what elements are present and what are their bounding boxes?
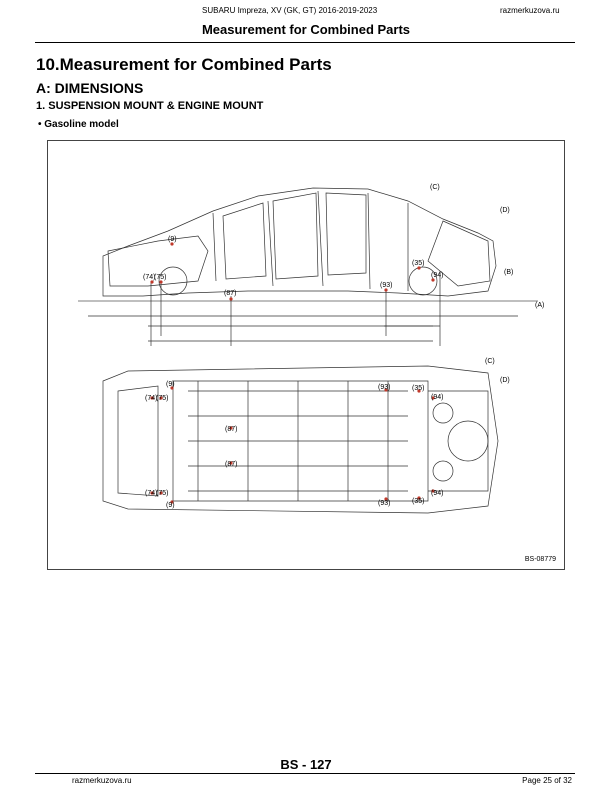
label-74-top: (74) [145,395,157,402]
label-93-top: (93) [378,384,390,391]
footer-site[interactable]: razmerkuzova.ru [72,776,132,785]
footer-rule [35,773,575,774]
bullet-gasoline: • Gasoline model [38,119,119,130]
page-number: BS - 127 [280,757,332,772]
label-94-side: (94) [431,272,443,279]
side-view-labels: (C) (D) (B) (A) (9) (74) (75) (87) (93) … [143,184,544,309]
side-view [78,187,538,346]
footer-page-count: Page 25 of 32 [522,776,572,785]
label-c-side: (C) [430,184,440,191]
label-94-top: (94) [431,394,443,401]
label-93-bot: (93) [378,500,390,507]
side-view-points [150,242,435,301]
label-93-side: (93) [380,282,392,289]
bottom-view [102,365,499,514]
header-site[interactable]: razmerkuzova.ru [500,6,560,15]
label-9-top: (9) [166,381,175,388]
label-c-bottom: (C) [485,358,495,365]
subsection-a: A: DIMENSIONS [36,80,144,96]
label-d-side: (D) [500,207,510,214]
label-9-side: (9) [168,236,177,243]
car-diagram: (C) (D) (B) (A) (9) (74) (75) (87) (93) … [78,184,544,514]
label-35-side: (35) [412,260,424,267]
label-b-side: (B) [504,269,513,276]
label-75-top: (75) [156,395,168,402]
body-dimension-figure: (C) (D) (B) (A) (9) (74) (75) (87) (93) … [47,140,565,570]
label-a-side: (A) [535,302,544,309]
label-87-top: (87) [225,426,237,433]
label-35-top: (35) [412,385,424,392]
bottom-view-points [150,386,435,504]
label-d-bottom: (D) [500,377,510,384]
header-title: Measurement for Combined Parts [201,22,411,37]
label-35-bot: (35) [412,498,424,505]
label-74-bot: (74) [145,490,157,497]
bottom-view-labels: (C) (D) (9) (74) (75) (87) (87) (93) (35… [145,358,510,509]
figure-code: BS-08779 [524,556,556,563]
label-9-bot: (9) [166,502,175,509]
label-75-bot: (75) [156,490,168,497]
label-87-mid: (87) [225,461,237,468]
section-title: 10.Measurement for Combined Parts [36,55,332,74]
label-74-side: (74) [143,274,155,281]
label-75-side: (75) [154,274,166,281]
label-94-bot: (94) [431,490,443,497]
header-model: SUBARU Impreza, XV (GK, GT) 2016-2019-20… [202,6,378,15]
subsection-1: 1. SUSPENSION MOUNT & ENGINE MOUNT [36,100,264,112]
header-rule [35,42,575,43]
label-87-side: (87) [224,290,236,297]
